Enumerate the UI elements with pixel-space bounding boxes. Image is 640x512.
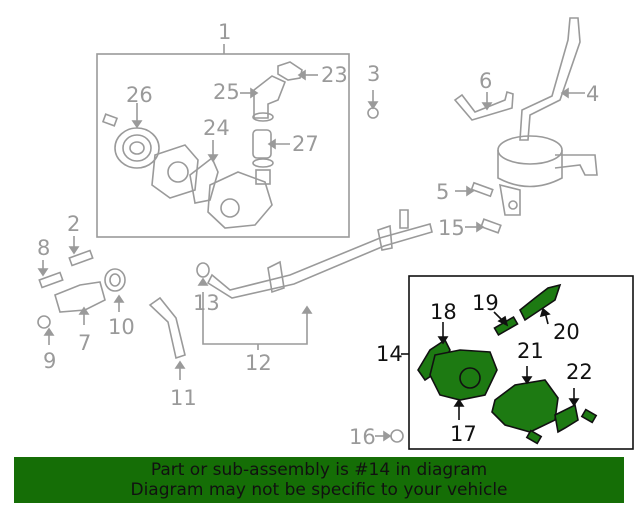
banner-line-part-info: Part or sub-assembly is #14 in diagram xyxy=(150,460,488,480)
callout-14[interactable]: 14 xyxy=(376,342,403,366)
callout-4[interactable]: 4 xyxy=(586,82,600,106)
callout-18[interactable]: 18 xyxy=(430,300,457,324)
callout-7[interactable]: 7 xyxy=(78,331,92,355)
callout-11[interactable]: 11 xyxy=(170,386,197,410)
callout-8[interactable]: 8 xyxy=(37,236,51,260)
outlet-7-icon xyxy=(54,281,106,313)
callout-5[interactable]: 5 xyxy=(436,180,450,204)
callout-22[interactable]: 22 xyxy=(566,360,593,384)
hose-6-icon xyxy=(453,90,514,121)
pipe-12-icon xyxy=(206,223,433,299)
callout-6[interactable]: 6 xyxy=(479,69,493,93)
assembly-14-box xyxy=(408,275,634,450)
thermostat-21-icon xyxy=(491,379,559,433)
plate-22-icon xyxy=(554,403,579,434)
water-pump-icon xyxy=(151,144,199,199)
pulley-icon xyxy=(114,127,160,169)
parts-diagram: 1 2 3 4 5 6 7 8 9 10 11 12 13 14 15 16 1… xyxy=(37,17,634,450)
info-banner: Part or sub-assembly is #14 in diagram D… xyxy=(14,457,624,503)
callout-15[interactable]: 15 xyxy=(438,216,465,240)
callout-20[interactable]: 20 xyxy=(553,320,580,344)
assembly-1-box xyxy=(96,53,350,238)
diagram-drawing xyxy=(37,17,634,450)
pipe-4-icon xyxy=(519,17,581,141)
callout-25[interactable]: 25 xyxy=(213,80,240,104)
bracket-20-icon xyxy=(518,283,562,322)
callout-9[interactable]: 9 xyxy=(43,349,57,373)
callout-13[interactable]: 13 xyxy=(193,291,220,315)
callout-24[interactable]: 24 xyxy=(203,116,230,140)
hose-11-icon xyxy=(148,296,186,360)
callout-21[interactable]: 21 xyxy=(517,339,544,363)
callout-10[interactable]: 10 xyxy=(108,315,135,339)
banner-line-disclaimer: Diagram may not be specific to your vehi… xyxy=(130,480,508,500)
callout-3[interactable]: 3 xyxy=(367,62,381,86)
callout-16[interactable]: 16 xyxy=(349,425,376,449)
callout-23[interactable]: 23 xyxy=(321,63,348,87)
callout-2[interactable]: 2 xyxy=(67,212,81,236)
callout-26[interactable]: 26 xyxy=(126,83,153,107)
callout-12[interactable]: 12 xyxy=(245,351,272,375)
elbow-icon xyxy=(253,75,287,119)
callout-17[interactable]: 17 xyxy=(450,422,477,446)
callout-27[interactable]: 27 xyxy=(292,132,319,156)
electric-pump-icon xyxy=(497,135,563,165)
thermostat-icon xyxy=(104,268,126,292)
callout-1[interactable]: 1 xyxy=(218,20,232,44)
callout-19[interactable]: 19 xyxy=(472,291,499,315)
gasket-icon xyxy=(189,156,219,204)
